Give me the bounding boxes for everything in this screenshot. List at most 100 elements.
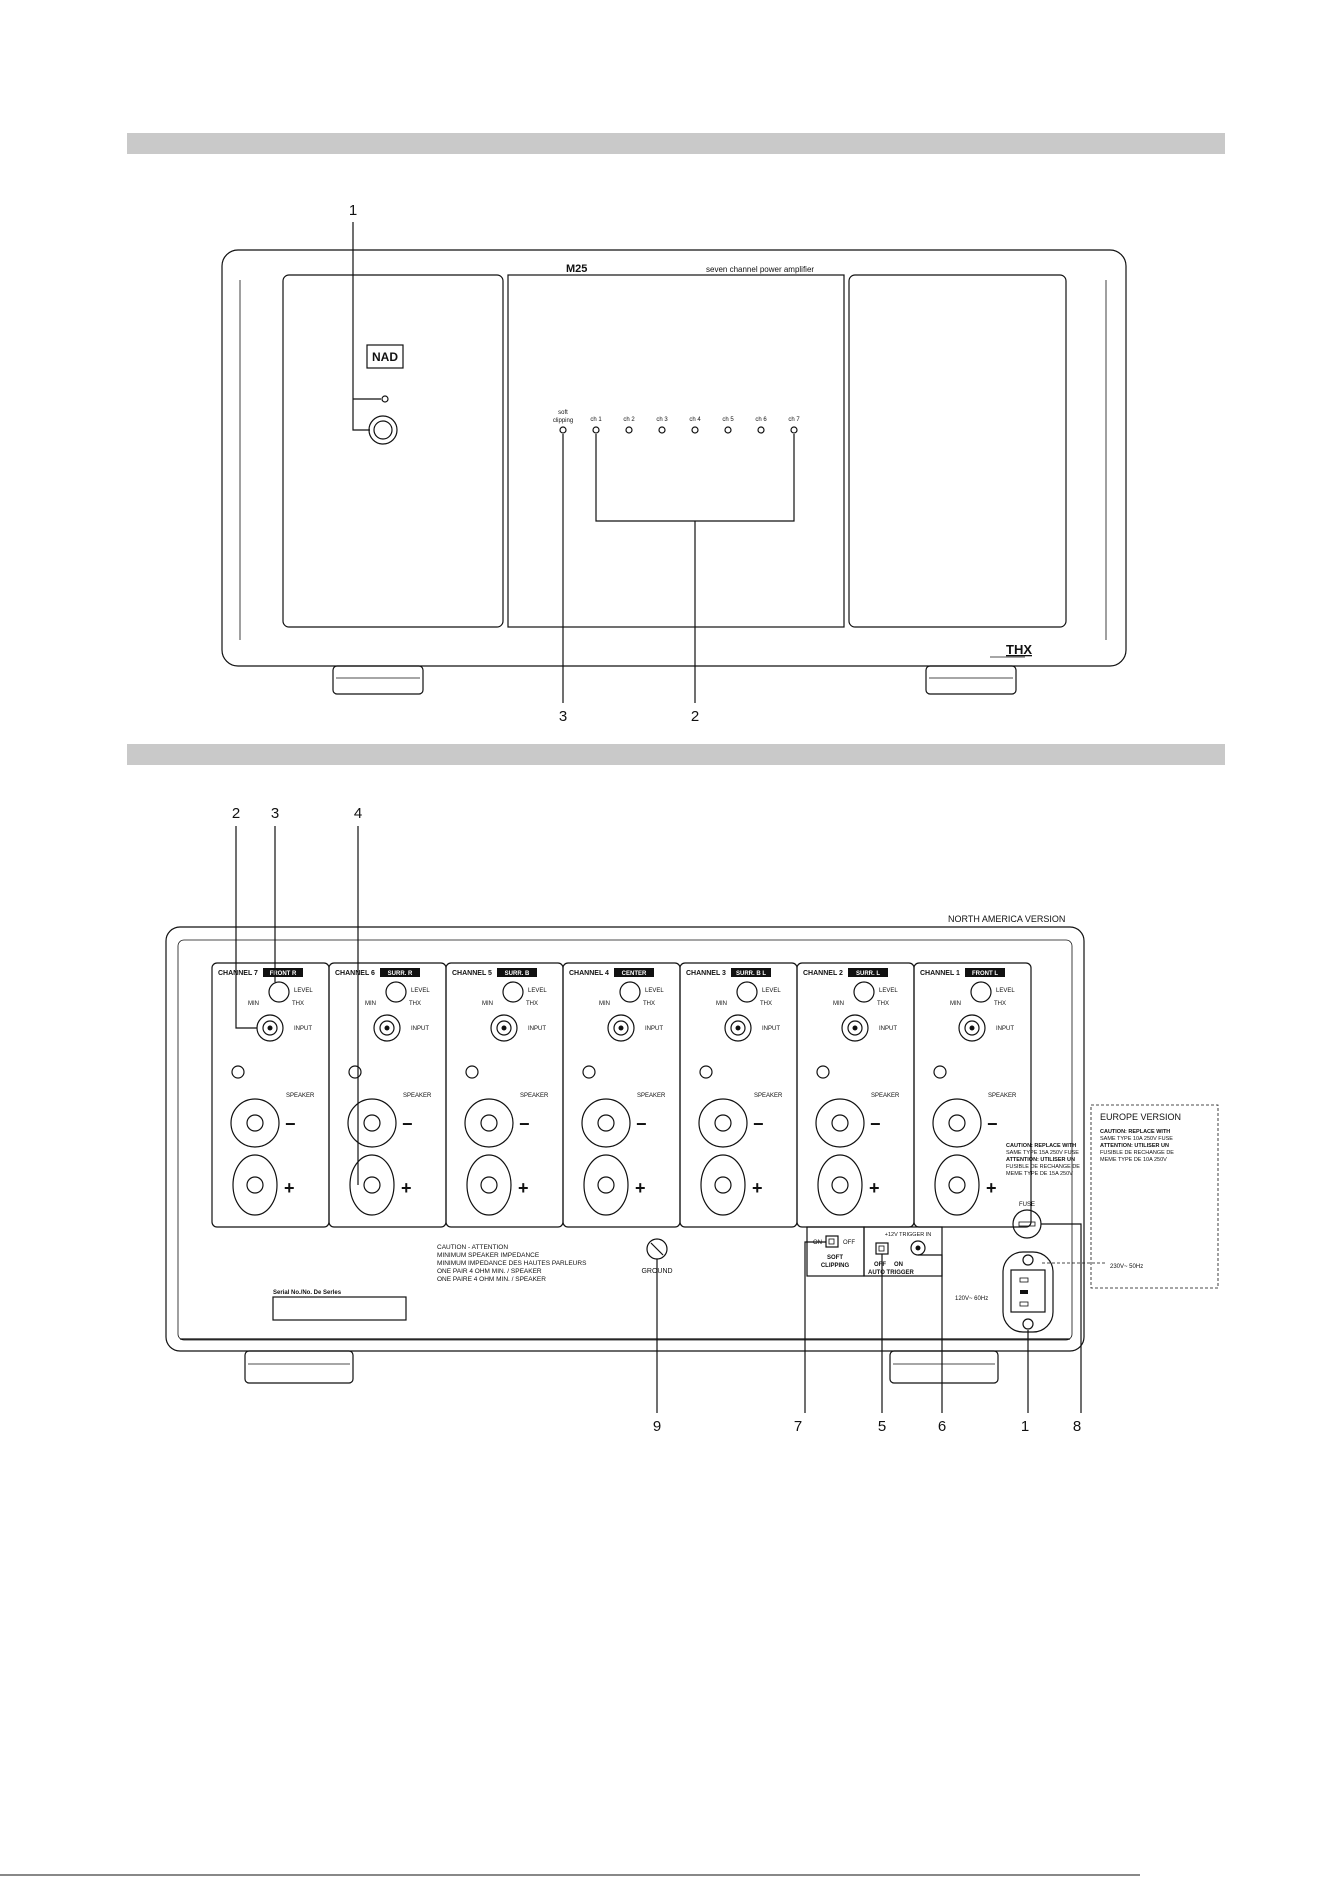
ch6-speaker-plus[interactable] (349, 1154, 395, 1216)
ch6-input-jack[interactable] (373, 1014, 401, 1042)
soft-label: SOFT (827, 1255, 843, 1261)
ch4-input-jack[interactable] (607, 1014, 635, 1042)
ch2-input-jack[interactable] (841, 1014, 869, 1042)
soft-clipping-switch[interactable] (825, 1235, 839, 1248)
auto-off-label: OFF (874, 1262, 886, 1268)
ch6-name: CHANNEL 6 (335, 970, 375, 977)
ch2-minus-sign: − (870, 1114, 881, 1134)
channel-module-6: CHANNEL 6 SURR. R LEVEL MIN THX INPUT SP… (328, 962, 447, 1228)
ch1-speaker-plus[interactable] (934, 1154, 980, 1216)
rear-callout-3: 3 (271, 805, 279, 822)
ch1-speaker-minus[interactable] (932, 1098, 982, 1148)
ch3-input-jack[interactable] (724, 1014, 752, 1042)
auto-trigger-switch[interactable] (875, 1242, 889, 1255)
ch1-min-label: MIN (950, 1001, 961, 1007)
ch6-minus-sign: − (402, 1114, 413, 1134)
europe-caution-line-2: SAME TYPE 10A 250V FUSE (1100, 1136, 1173, 1142)
caution-line-3: MINIMUM IMPEDANCE DES HAUTES PARLEURS (437, 1260, 587, 1267)
fuse-caution-line-2: SAME TYPE 15A 250V FUSE (1006, 1150, 1079, 1156)
soft-off-label: OFF (843, 1240, 855, 1246)
ch3-thx-label: THX (760, 1001, 772, 1007)
front-section-bar (127, 133, 1225, 154)
power-inlet[interactable] (1002, 1251, 1054, 1333)
auto-trigger-label: AUTO TRIGGER (868, 1270, 915, 1276)
ch6-min-label: MIN (365, 1001, 376, 1007)
ch5-plus-sign: + (518, 1178, 529, 1198)
rear-foot-left (244, 1350, 354, 1384)
impedance-caution: CAUTION - ATTENTION MINIMUM SPEAKER IMPE… (437, 1244, 587, 1283)
mains-na-label: 120V~ 60Hz (955, 1296, 988, 1302)
fuse-caution-line-3: ATTENTION: UTILISER UN (1006, 1157, 1075, 1163)
ch5-speaker-label: SPEAKER (520, 1093, 549, 1099)
ch6-tag: SURR. R (388, 971, 413, 977)
power-button[interactable] (368, 415, 398, 445)
channel-module-2: CHANNEL 2 SURR. L LEVEL MIN THX INPUT SP… (796, 962, 915, 1228)
ch4-thx-label: THX (643, 1001, 655, 1007)
ch7-minus-sign: − (285, 1114, 296, 1134)
north-america-label: NORTH AMERICA VERSION (948, 914, 1065, 924)
auto-trigger-panel: +12V TRIGGER IN OFF ON AUTO TRIGGER (863, 1226, 943, 1277)
ch2-speaker-minus[interactable] (815, 1098, 865, 1148)
ch4-input-label: INPUT (645, 1026, 663, 1032)
rear-panel: NORTH AMERICA VERSION CHANNEL 7 FRONT R … (165, 805, 1219, 1435)
ch5-minus-sign: − (519, 1114, 530, 1134)
ch4-speaker-plus[interactable] (583, 1154, 629, 1216)
nad-logo (366, 344, 404, 369)
fuse-caution-line-5: MEME TYPE DE 15A 250V (1006, 1171, 1073, 1177)
ch1-speaker-label: SPEAKER (988, 1093, 1017, 1099)
ch5-speaker-plus[interactable] (466, 1154, 512, 1216)
ch7-speaker-plus[interactable] (232, 1154, 278, 1216)
ch3-minus-sign: − (753, 1114, 764, 1134)
soft-clipping-led (559, 426, 567, 434)
front-soft-label: soft (558, 410, 568, 416)
serial-plate (272, 1296, 407, 1321)
ch5-thx-label: THX (526, 1001, 538, 1007)
ch7-speaker-minus[interactable] (230, 1098, 280, 1148)
channel-module-1: CHANNEL 1 FRONT L LEVEL MIN THX INPUT SP… (913, 962, 1032, 1228)
europe-caution-line-1: CAUTION: REPLACE WITH (1100, 1129, 1170, 1135)
europe-caution-line-5: MEME TYPE DE 10A 250V (1100, 1157, 1167, 1163)
ch7-thx-label: THX (292, 1001, 304, 1007)
channel-led-row: ch 1 ch 2 ch 3 ch 4 ch 5 ch 6 ch 7 (590, 417, 800, 434)
ch3-label: ch 3 (656, 417, 668, 423)
ch7-plus-sign: + (284, 1178, 295, 1198)
ch1-tag: FRONT L (972, 971, 998, 977)
ch5-name: CHANNEL 5 (452, 970, 492, 977)
ch1-label: ch 1 (590, 417, 602, 423)
ch4-speaker-minus[interactable] (581, 1098, 631, 1148)
front-foot-left (332, 665, 424, 695)
ch5-input-label: INPUT (528, 1026, 546, 1032)
standby-led (381, 395, 389, 403)
model-subtitle: seven channel power amplifier (706, 265, 814, 274)
ch1-input-jack[interactable] (958, 1014, 986, 1042)
ch7-speaker-label: SPEAKER (286, 1093, 315, 1099)
ch6-speaker-label: SPEAKER (403, 1093, 432, 1099)
ch4-min-label: MIN (599, 1001, 610, 1007)
ch6-speaker-minus[interactable] (347, 1098, 397, 1148)
ch2-input-label: INPUT (879, 1026, 897, 1032)
rear-callout-6: 6 (938, 1418, 946, 1435)
fuse-holder[interactable] (1012, 1209, 1042, 1239)
ch4-level-label: LEVEL (645, 988, 664, 994)
ch1-level-label: LEVEL (996, 988, 1015, 994)
channel-module-4: CHANNEL 4 CENTER LEVEL MIN THX INPUT SPE… (562, 962, 681, 1228)
auto-on-label: ON (894, 1262, 903, 1268)
serial-label: Serial No./No. De Serles (273, 1290, 342, 1296)
fuse-caution-line-1: CAUTION: REPLACE WITH (1006, 1143, 1076, 1149)
nad-logo-text: NAD (372, 350, 398, 364)
front-foot-right (925, 665, 1017, 695)
ch2-speaker-plus[interactable] (817, 1154, 863, 1216)
mains-eu-label: 230V~ 50Hz (1110, 1264, 1143, 1270)
ch5-input-jack[interactable] (490, 1014, 518, 1042)
ch5-speaker-minus[interactable] (464, 1098, 514, 1148)
ch6-thx-label: THX (409, 1001, 421, 1007)
ch3-speaker-minus[interactable] (698, 1098, 748, 1148)
ch3-speaker-plus[interactable] (700, 1154, 746, 1216)
ch1-minus-sign: − (987, 1114, 998, 1134)
front-panel: M25 seven channel power amplifier NAD so… (221, 202, 1127, 725)
rear-callout-7: 7 (794, 1418, 802, 1435)
ch7-tag: FRONT R (270, 971, 297, 977)
ch3-speaker-label: SPEAKER (754, 1093, 783, 1099)
rear-foot-right (889, 1350, 999, 1384)
